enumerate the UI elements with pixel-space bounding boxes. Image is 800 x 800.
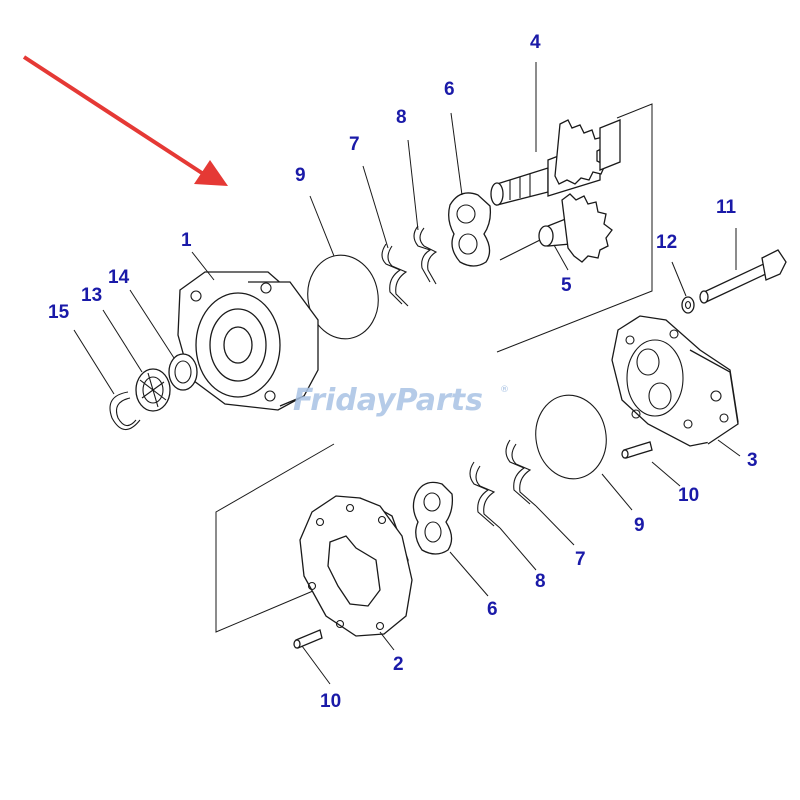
part-8-seal-upper — [413, 225, 438, 285]
callout-8-upper: 8 — [396, 107, 407, 128]
callout-2: 2 — [393, 654, 404, 675]
watermark-brand: FridayParts — [293, 383, 483, 418]
callout-10-lower: 10 — [320, 691, 341, 712]
part-10-dowel-pin-lower — [293, 629, 323, 649]
part-6-side-plate-upper — [448, 192, 492, 267]
part-13-seal — [135, 368, 171, 412]
part-12-washer — [681, 296, 695, 314]
part-5-driven-gear — [499, 193, 613, 263]
callout-15: 15 — [48, 302, 70, 323]
callout-5: 5 — [561, 275, 572, 296]
part-4-drive-shaft — [490, 119, 621, 206]
part-2-gear-housing — [299, 495, 413, 637]
part-6-side-plate-lower — [412, 481, 454, 555]
part-9-gasket-lower — [535, 394, 607, 480]
callout-13: 13 — [81, 285, 102, 306]
callout-7-lower: 7 — [575, 549, 586, 570]
callout-9-upper: 9 — [295, 165, 306, 186]
callout-7-upper: 7 — [349, 134, 360, 155]
part-9-gasket-upper — [307, 254, 379, 340]
callout-3: 3 — [747, 450, 758, 471]
part-3-rear-housing — [611, 315, 739, 447]
watermark-registered-mark: ® — [500, 385, 509, 395]
pointer-arrow — [22, 55, 228, 186]
part-8-seal-lower — [469, 461, 501, 529]
callout-14: 14 — [108, 267, 130, 288]
part-7-backup-ring-upper — [381, 243, 409, 307]
callout-4: 4 — [530, 32, 541, 53]
callout-8-lower: 8 — [535, 571, 546, 592]
watermark: FridayParts ® — [293, 383, 509, 418]
part-7-backup-ring-lower — [505, 439, 537, 507]
callout-10-right: 10 — [678, 485, 699, 506]
callout-12: 12 — [656, 232, 677, 253]
part-15-snap-ring — [109, 391, 141, 431]
part-14-oil-seal — [168, 353, 198, 391]
part-10-dowel-pin-right — [621, 441, 653, 459]
callout-1: 1 — [181, 230, 192, 251]
part-11-bolt — [699, 249, 787, 304]
assembly-frame-upper — [496, 103, 653, 353]
callout-6-upper: 6 — [444, 79, 455, 100]
callout-6-lower: 6 — [487, 599, 498, 620]
callout-11: 11 — [716, 197, 737, 218]
callout-numbers: 4 6 8 7 9 1 11 12 5 14 13 15 3 10 9 7 8 … — [48, 32, 758, 712]
assembly-frame-lower — [215, 443, 335, 633]
leader-lines — [73, 62, 741, 685]
callout-9-lower: 9 — [634, 515, 645, 536]
